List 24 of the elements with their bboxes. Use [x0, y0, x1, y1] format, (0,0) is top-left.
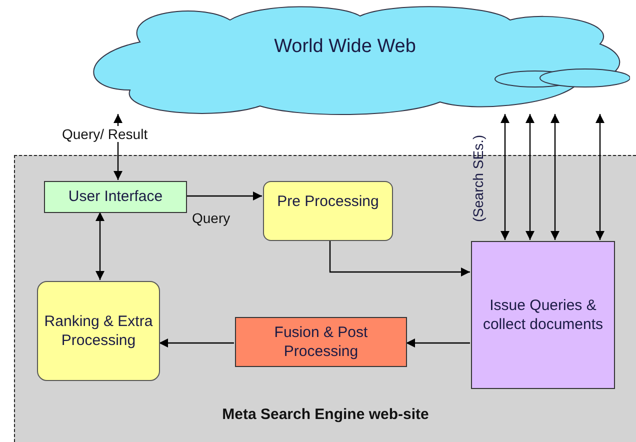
process-box [263, 181, 393, 241]
node-label: User Interface [68, 187, 163, 207]
edge-label: Query/ Result [60, 126, 150, 142]
node-label: Pre Processing [277, 192, 379, 212]
node-label: Ranking & Extra Processing [44, 312, 153, 350]
process-box [471, 241, 615, 389]
arrow [406, 338, 470, 348]
arrow [526, 114, 534, 240]
edge-label: Query [191, 210, 232, 226]
region-title: Meta Search Engine web-site [222, 404, 429, 424]
arrow [96, 212, 104, 280]
process-box [235, 317, 407, 367]
node-label: World Wide Web [274, 34, 416, 59]
arrow [159, 338, 234, 348]
side-label: (Search SEs.) [470, 134, 486, 222]
node-label: Issue Queries & collect documents [482, 296, 604, 334]
process-box [37, 281, 160, 381]
arrow [329, 240, 470, 276]
node-label: Fusion & Post Processing [273, 322, 369, 362]
arrow [550, 114, 560, 240]
arrow [186, 192, 262, 200]
arrow [500, 114, 510, 240]
arrow [596, 114, 604, 240]
process-box [44, 181, 187, 213]
